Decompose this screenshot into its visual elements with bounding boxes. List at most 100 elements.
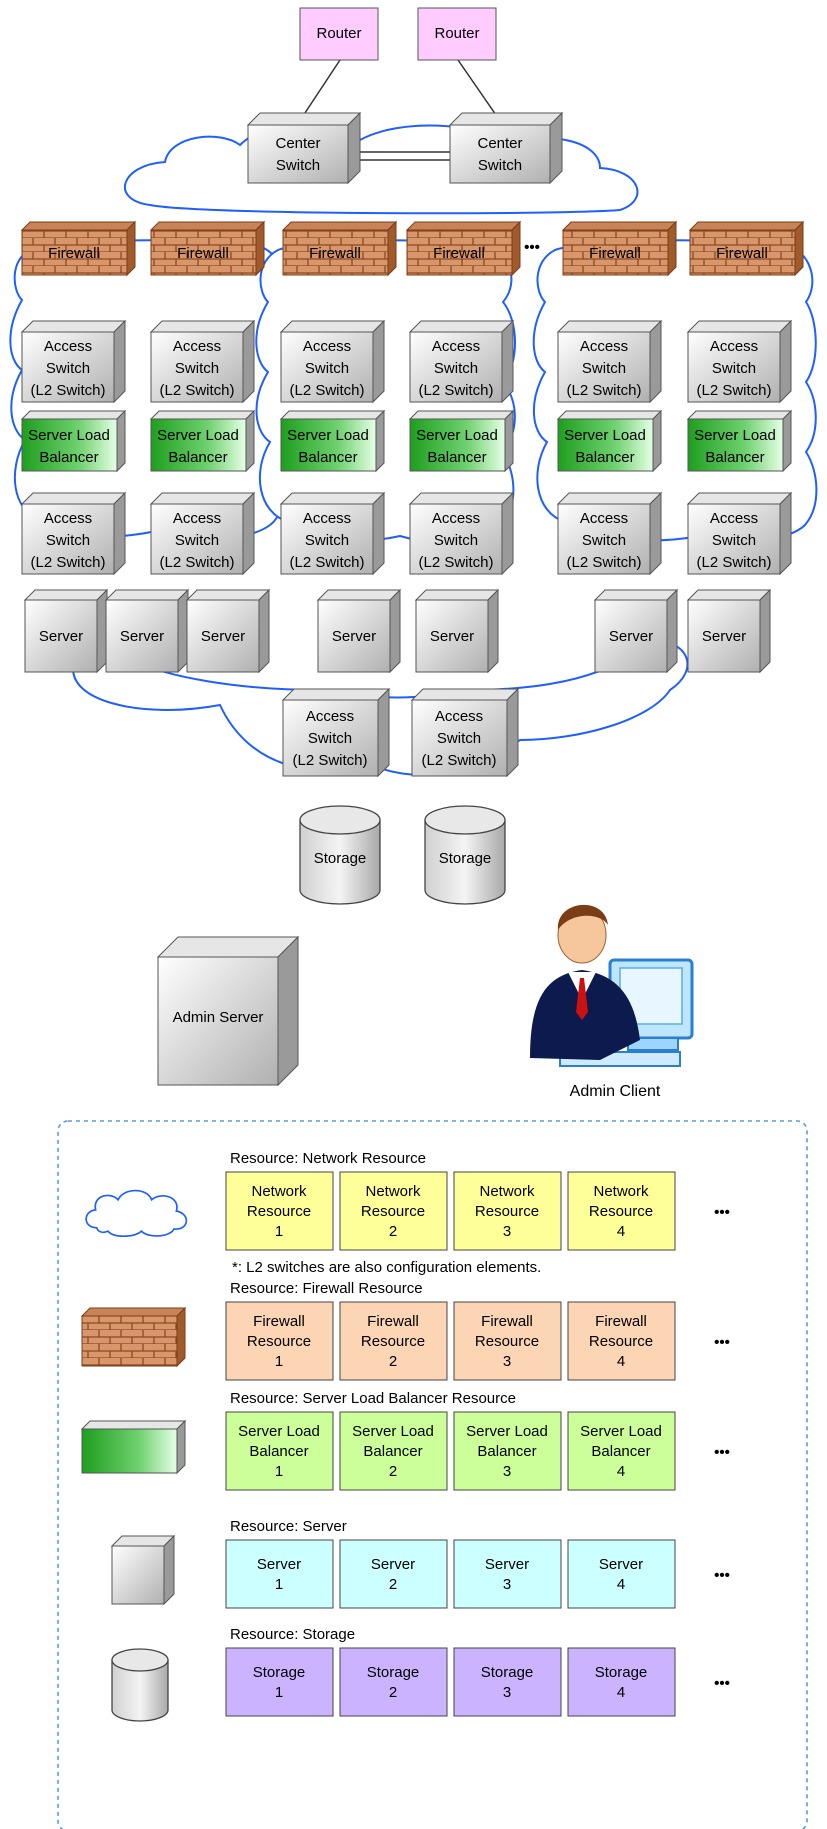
firewall-3-top: [281, 221, 398, 231]
legend-tile-slb-1-line-2: Balancer: [249, 1443, 308, 1460]
access-switch-lower-1-label-line-3: (L2 Switch): [30, 554, 105, 571]
legend-tile-firewall-3-line-3: 3: [503, 1353, 511, 1370]
access-switch-storage-2-side: [506, 687, 519, 778]
access-switch-upper-6-face: [687, 331, 781, 403]
server-6-label: Server: [609, 628, 653, 645]
access-switch-lower-2-face: [150, 503, 244, 575]
server-legend-icon-side: [163, 1534, 175, 1606]
server-4-side: [389, 588, 401, 674]
legend-tile-firewall-1-line-2: Resource: [247, 1333, 311, 1350]
server-2-face: [105, 599, 179, 673]
legend-tile-firewall-2-box: [339, 1301, 448, 1381]
legend-tile-slb-4-line-1: Server Load: [580, 1423, 662, 1440]
center-switch-2-side: [549, 111, 563, 185]
admin-person-hair: [557, 904, 608, 930]
legend-tile-cloud-3-line-3: 3: [503, 1223, 511, 1240]
access-switch-upper-2-label-line-1: Access: [173, 338, 221, 355]
firewall-4-top: [405, 221, 522, 231]
server-load-balancer-6-top: [686, 410, 793, 420]
server-7: Server: [686, 588, 772, 674]
storage-1-top: [299, 805, 381, 835]
access-switch-upper-6-label-line-2: Switch: [712, 360, 756, 377]
server-2: Server: [104, 588, 190, 674]
access-switch-upper-1-top: [20, 320, 127, 333]
server-load-balancer-3-face: [280, 418, 377, 472]
server-1: Server: [23, 588, 109, 674]
firewall-2-top: [149, 221, 266, 231]
storage-legend-icon-body: [111, 1660, 169, 1722]
firewall-1-face: [21, 229, 128, 276]
firewall-2-label: Firewall: [177, 245, 229, 262]
access-switch-upper-5-label-line-2: Switch: [582, 360, 626, 377]
server-6-face: [594, 599, 668, 673]
server-load-balancer-legend-icon-side: [176, 1419, 186, 1475]
legend-group-storage-title: Resource: Storage: [230, 1626, 355, 1643]
admin-client: Admin Client: [530, 904, 694, 1100]
legend-tile-firewall-2-line-3: 2: [389, 1353, 397, 1370]
legend-tile-server-2-line-2: 2: [389, 1576, 397, 1593]
firewall-2-side: [255, 220, 265, 277]
legend-group-firewall-title: Resource: Firewall Resource: [230, 1280, 423, 1297]
access-switch-upper-3-label-line-3: (L2 Switch): [289, 382, 364, 399]
access-switch-upper-5-label-line-1: Access: [580, 338, 628, 355]
access-switch-upper-5-label-line-3: (L2 Switch): [566, 382, 641, 399]
legend-tile-firewall-4-line-2: Resource: [589, 1333, 653, 1350]
access-switch-storage-1-label-line-2: Switch: [308, 730, 352, 747]
server-5-face: [415, 599, 489, 673]
legend-tile-firewall-3-box: [453, 1301, 562, 1381]
storage-2: Storage: [424, 805, 506, 905]
access-switch-upper-2-label-line-2: Switch: [175, 360, 219, 377]
legend-tile-storage-1-line-2: 1: [275, 1684, 283, 1701]
legend-tile-storage-3-line-2: 3: [503, 1684, 511, 1701]
server-legend-icon-face: [111, 1545, 165, 1605]
legend-ellipsis-server: •••: [714, 1567, 730, 1584]
server-load-balancer-2-side: [245, 409, 255, 473]
legend-group-cloud: Resource: Network ResourceNetworkResourc…: [85, 1150, 730, 1276]
legend-tile-cloud-4-line-1: Network: [593, 1183, 649, 1200]
access-switch-lower-2-label-line-1: Access: [173, 510, 221, 527]
storage-1-body: [299, 820, 381, 905]
legend-group-cloud-title: Resource: Network Resource: [230, 1150, 426, 1167]
legend-tile-firewall-1-line-1: Firewall: [253, 1313, 305, 1330]
legend-tile-cloud-4-line-3: 4: [617, 1223, 625, 1240]
legend-tile-firewall-3-line-2: Resource: [475, 1333, 539, 1350]
legend-tile-storage-3-line-1: Storage: [481, 1664, 534, 1681]
legend-tile-firewall-4-box: [567, 1301, 676, 1381]
legend-tile-cloud-2-line-3: 2: [389, 1223, 397, 1240]
firewall-1-label: Firewall: [48, 245, 100, 262]
legend-tile-firewall-2-line-1: Firewall: [367, 1313, 419, 1330]
legend-tile-cloud-1-line-3: 1: [275, 1223, 283, 1240]
legend-tile-slb-2-box: [339, 1411, 448, 1491]
server-6: Server: [593, 588, 679, 674]
firewall-4-side: [511, 220, 521, 277]
access-switch-storage-1-face: [282, 699, 379, 777]
storage-2-body: [424, 820, 506, 905]
legend-tile-storage-4-line-1: Storage: [595, 1664, 648, 1681]
access-switch-upper-4-label-line-2: Switch: [434, 360, 478, 377]
legend-tile-slb-4-line-2: Balancer: [591, 1443, 650, 1460]
access-switch-upper-2-side: [242, 319, 255, 404]
legend-group-slb: Resource: Server Load Balancer ResourceS…: [80, 1390, 730, 1491]
admin-server-box-side: [277, 935, 299, 1087]
